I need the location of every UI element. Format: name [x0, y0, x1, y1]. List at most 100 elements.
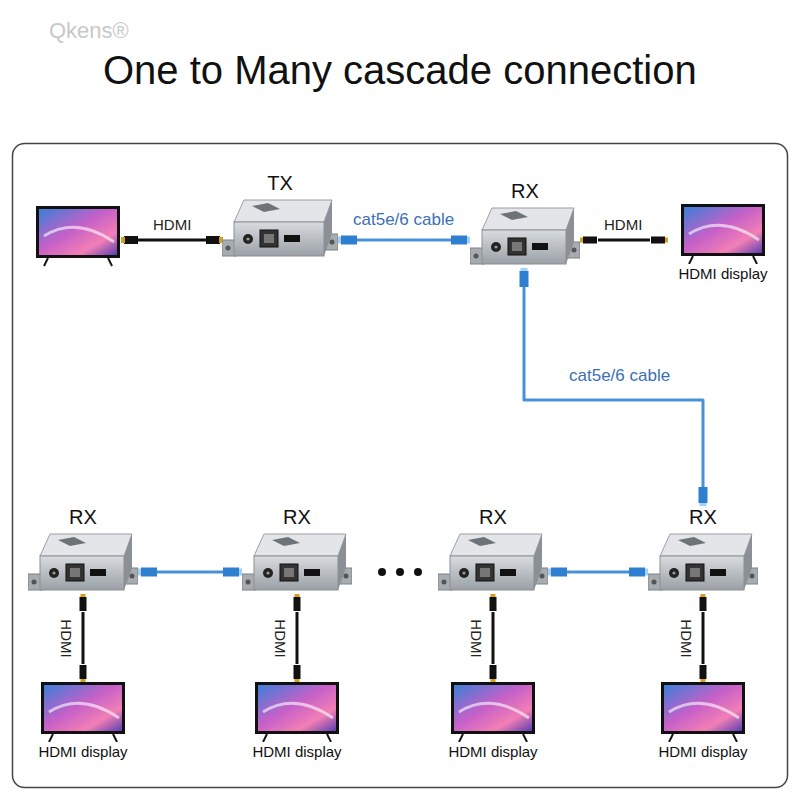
cable-plug	[520, 271, 529, 287]
device-label: RX	[242, 506, 352, 528]
ellipsis-dots	[378, 568, 422, 576]
transmitter: TX	[222, 172, 338, 260]
source-tv	[36, 206, 120, 266]
display-icon	[451, 682, 535, 742]
receiver: RX	[648, 506, 758, 594]
hdmi-cable	[700, 594, 707, 682]
cable-line	[82, 612, 85, 664]
plug-tip	[81, 594, 86, 597]
plug-tip	[580, 238, 583, 243]
cable-label: HDMI	[468, 616, 485, 660]
hdmi-cable	[80, 594, 87, 682]
cable-plug	[141, 568, 157, 577]
device-label: RX	[470, 180, 580, 202]
display-label: HDMI display	[28, 742, 138, 762]
extender-box	[470, 202, 580, 268]
cable-label: cat5e/6 cable	[350, 210, 457, 230]
extender-box	[438, 528, 548, 594]
hdmi-display: HDMI display	[668, 204, 778, 284]
cable-line	[702, 612, 705, 664]
receiver: RX	[28, 506, 138, 594]
receiver: RX	[470, 180, 580, 268]
extender-box	[648, 528, 758, 594]
hdmi-cable	[121, 236, 223, 244]
cable-line	[296, 612, 299, 664]
cable-plug	[490, 597, 497, 611]
cable-label: HDMI	[678, 616, 695, 660]
hdmi-display: HDMI display	[242, 682, 352, 762]
cable-label: HDMI	[601, 216, 645, 233]
hdmi-cable	[294, 594, 301, 682]
device-label: TX	[222, 172, 338, 194]
plug-tip	[521, 268, 528, 271]
cable-plug	[451, 236, 467, 245]
hdmi-cable	[490, 594, 497, 682]
extender-box	[28, 528, 138, 594]
hdmi-display: HDMI display	[648, 682, 758, 762]
cable-plug	[223, 568, 239, 577]
plug-tip	[491, 594, 496, 597]
plug-tip	[700, 503, 707, 506]
plug-tip	[701, 679, 706, 682]
device-label: RX	[648, 506, 758, 528]
cable-plug	[699, 487, 708, 503]
watermark: Qkens®	[46, 18, 132, 44]
cable-plug	[551, 568, 567, 577]
cable-line	[598, 239, 650, 242]
cable-line	[524, 286, 703, 488]
cable-plug	[629, 568, 645, 577]
display-label: HDMI display	[438, 742, 548, 762]
cable-plug	[80, 665, 87, 679]
network-cable	[520, 268, 708, 506]
cable-plug	[80, 597, 87, 611]
plug-tip	[491, 679, 496, 682]
receiver: RX	[438, 506, 548, 594]
cable-line	[356, 239, 452, 242]
display-icon	[41, 682, 125, 742]
cable-plug	[700, 665, 707, 679]
title: One to Many cascade connection	[100, 48, 700, 93]
display-icon	[681, 204, 765, 264]
device-label: RX	[28, 506, 138, 528]
plug-tip	[295, 594, 300, 597]
network-cable	[338, 236, 470, 245]
cable-plug	[651, 237, 665, 244]
display-label: HDMI display	[648, 742, 758, 762]
hdmi-cable	[580, 237, 668, 244]
device-label: RX	[438, 506, 548, 528]
cable-plug	[700, 597, 707, 611]
plug-tip	[548, 569, 551, 576]
cable-label: HDMI	[272, 616, 289, 660]
extender-box	[222, 194, 338, 260]
cable-plug	[341, 236, 357, 245]
cable-label: cat5e/6 cable	[566, 366, 673, 386]
plug-tip	[467, 237, 470, 244]
cable-plug	[583, 237, 597, 244]
cable-line	[566, 571, 630, 574]
cable-plug	[294, 665, 301, 679]
cable-plug	[294, 597, 301, 611]
hdmi-display: HDMI display	[438, 682, 548, 762]
display-label: HDMI display	[242, 742, 352, 762]
extender-box	[242, 528, 352, 594]
plug-tip	[138, 569, 141, 576]
plug-tip	[338, 237, 341, 244]
plug-tip	[701, 594, 706, 597]
display-label: HDMI display	[668, 264, 778, 284]
cable-line	[492, 612, 495, 664]
frame	[13, 144, 788, 788]
network-cable	[138, 568, 242, 577]
plug-tip	[665, 238, 668, 243]
hdmi-display: HDMI display	[28, 682, 138, 762]
cable-label: HDMI	[58, 616, 75, 660]
cable-line	[156, 571, 224, 574]
display-icon	[661, 682, 745, 742]
receiver: RX	[242, 506, 352, 594]
network-cable	[548, 568, 648, 577]
display-icon	[255, 682, 339, 742]
plug-tip	[295, 679, 300, 682]
cable-plug	[490, 665, 497, 679]
plug-tip	[81, 679, 86, 682]
cable-label: HDMI	[150, 216, 194, 233]
